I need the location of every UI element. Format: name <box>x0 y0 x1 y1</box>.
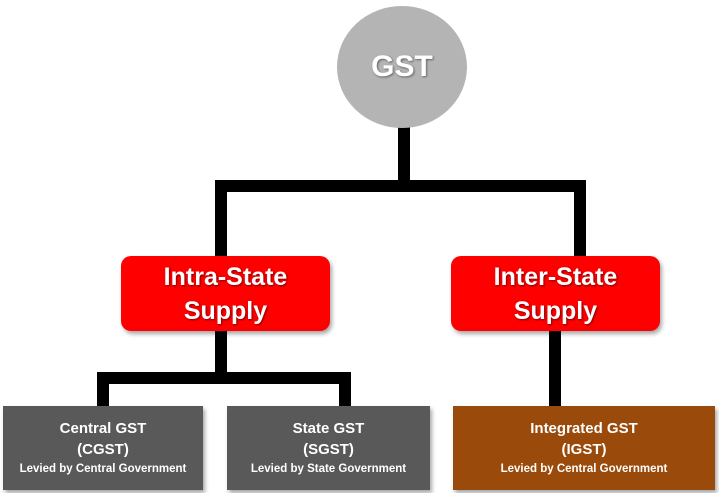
connector-intra-stem <box>215 330 227 376</box>
sgst-levied-note: Levied by State Government <box>250 463 407 475</box>
igst-name: Integrated GST <box>530 420 638 437</box>
connector-inter-drop <box>574 180 586 260</box>
sgst-code: (SGST) <box>303 441 354 458</box>
intra-state-line-2: Supply <box>183 296 268 325</box>
connector-intra-bar <box>97 372 351 384</box>
inter-state-line-1: Inter-State <box>493 262 618 291</box>
inter-state-supply-node: Inter-State Supply <box>451 256 660 331</box>
connector-cgst-drop <box>97 372 109 406</box>
gst-root-node: GST <box>337 6 467 128</box>
connector-root-stem <box>398 126 410 184</box>
inter-state-line-2: Supply <box>513 296 598 325</box>
igst-node: Integrated GST (IGST) Levied by Central … <box>453 406 715 490</box>
connector-igst-drop <box>549 330 561 406</box>
sgst-node: State GST (SGST) Levied by State Governm… <box>227 406 430 490</box>
igst-levied-note: Levied by Central Government <box>500 463 668 475</box>
cgst-levied-note: Levied by Central Government <box>19 463 187 475</box>
gst-root-label: GST <box>371 50 433 83</box>
intra-state-line-1: Intra-State <box>163 262 288 291</box>
connector-sgst-drop <box>339 372 351 406</box>
intra-state-supply-label: Intra-State Supply <box>164 260 288 328</box>
cgst-node: Central GST (CGST) Levied by Central Gov… <box>3 406 203 490</box>
igst-code: (IGST) <box>561 441 607 458</box>
sgst-name: State GST <box>292 420 365 437</box>
intra-state-supply-node: Intra-State Supply <box>121 256 330 331</box>
inter-state-supply-label: Inter-State Supply <box>494 260 618 328</box>
connector-top-bar <box>215 180 586 192</box>
connector-intra-drop <box>215 180 227 260</box>
cgst-name: Central GST <box>59 420 147 437</box>
cgst-code: (CGST) <box>77 441 129 458</box>
